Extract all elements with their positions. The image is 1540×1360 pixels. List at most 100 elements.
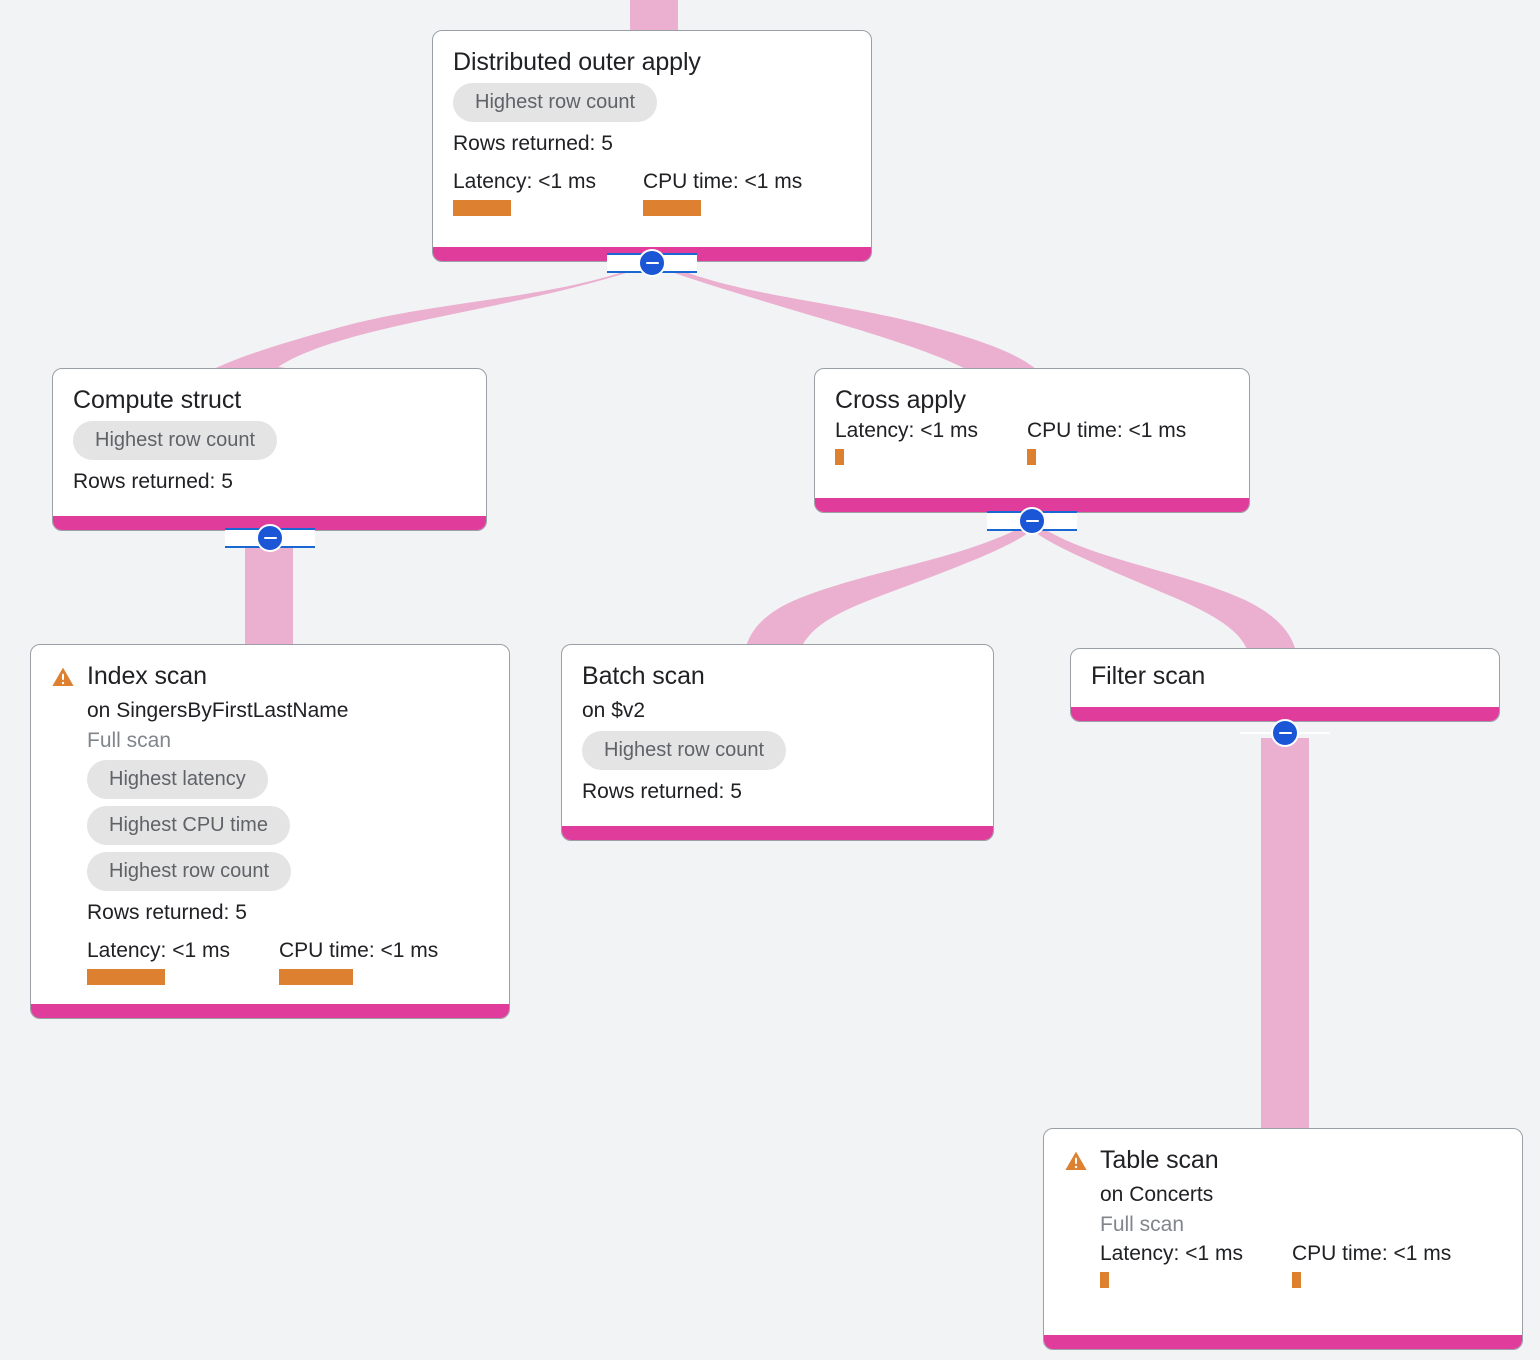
plan-node-cross-apply[interactable]: Cross apply Latency: <1 ms CPU time: <1 …	[814, 368, 1250, 513]
badge-highest-row-count: Highest row count	[73, 421, 278, 460]
node-subtitle: on Concerts	[1100, 1183, 1214, 1206]
metric-latency-label: Latency: <1 ms	[1100, 1242, 1243, 1265]
plan-node-batch-scan[interactable]: Batch scan on $v2 Highest row count Rows…	[561, 644, 994, 841]
rows-returned: Rows returned: 5	[582, 780, 742, 803]
metric-cpu-time: CPU time: <1 ms	[1027, 418, 1186, 465]
metric-latency: Latency: <1 ms	[835, 418, 1027, 465]
metric-latency: Latency: <1 ms	[87, 938, 279, 985]
node-detail: on $v2 Highest row count Rows returned: …	[582, 696, 973, 807]
node-scan-type: Full scan	[1100, 1213, 1185, 1236]
badge-list: Highest latency Highest CPU time Highest…	[87, 760, 489, 891]
metrics-row: Latency: <1 ms CPU time: <1 ms	[87, 938, 489, 985]
badge-list: Highest row count	[453, 83, 851, 122]
node-footer	[815, 498, 1249, 512]
node-scan-type: Full scan	[87, 729, 172, 752]
node-detail: on Concerts Full scan Latency: <1 ms CPU…	[1064, 1180, 1502, 1288]
metric-latency-label: Latency: <1 ms	[87, 939, 230, 962]
metric-cpu-time-bar	[279, 969, 353, 985]
badge-list: Highest row count	[73, 421, 466, 460]
metrics-row: Latency: <1 ms CPU time: <1 ms	[835, 418, 1229, 465]
node-title: Compute struct	[73, 386, 242, 414]
node-header: Compute struct	[73, 385, 466, 416]
node-body: Cross apply Latency: <1 ms CPU time: <1 …	[815, 369, 1249, 498]
node-subtitle: on $v2	[582, 699, 646, 722]
metric-latency: Latency: <1 ms	[1100, 1241, 1292, 1288]
metric-cpu-time: CPU time: <1 ms	[279, 938, 438, 985]
collapse-toggle-cross-apply[interactable]	[987, 506, 1077, 536]
node-title: Distributed outer apply	[453, 48, 701, 76]
node-title: Batch scan	[582, 662, 705, 690]
node-body: Batch scan on $v2 Highest row count Rows…	[562, 645, 993, 826]
rows-returned: Rows returned: 5	[453, 132, 613, 155]
collapse-minus-icon	[1018, 507, 1046, 535]
node-subtitle: on SingersByFirstLastName	[87, 699, 349, 722]
plan-node-compute-struct[interactable]: Compute struct Highest row count Rows re…	[52, 368, 487, 531]
node-body: Distributed outer apply Highest row coun…	[433, 31, 871, 247]
metric-latency-bar	[453, 200, 511, 216]
collapse-toggle-filter-scan[interactable]	[1240, 718, 1330, 748]
node-footer	[562, 826, 993, 840]
metric-latency-bar	[1100, 1272, 1109, 1288]
metric-cpu-time-bar	[643, 200, 701, 216]
node-header: Cross apply	[835, 385, 1229, 416]
plan-node-table-scan[interactable]: Table scan on Concerts Full scan Latency…	[1043, 1128, 1523, 1350]
node-title: Cross apply	[835, 386, 966, 414]
metric-cpu-time-bar	[1292, 1272, 1301, 1288]
metric-latency-label: Latency: <1 ms	[453, 170, 596, 193]
node-footer	[53, 516, 486, 530]
node-footer	[1071, 707, 1499, 721]
metric-latency-bar	[87, 969, 165, 985]
node-title: Table scan	[1100, 1146, 1219, 1174]
node-detail: Highest row count Rows returned: 5	[73, 421, 466, 497]
node-detail: on SingersByFirstLastName Full scan High…	[51, 696, 489, 985]
edge-filter-scan-to-table-scan	[1261, 738, 1309, 1138]
warning-icon	[1065, 1151, 1087, 1170]
warning-icon	[52, 667, 74, 686]
rows-returned: Rows returned: 5	[73, 470, 233, 493]
collapse-minus-icon	[1271, 719, 1299, 747]
node-header: Filter scan	[1091, 661, 1479, 692]
collapse-minus-icon	[256, 524, 284, 552]
node-title: Index scan	[87, 662, 207, 690]
node-header: Distributed outer apply	[453, 47, 851, 78]
metric-cpu-time-label: CPU time: <1 ms	[643, 170, 803, 193]
collapse-minus-icon	[638, 249, 666, 277]
node-body: Index scan on SingersByFirstLastName Ful…	[31, 645, 509, 1004]
metric-cpu-time-bar	[1027, 449, 1036, 465]
node-footer	[31, 1004, 509, 1018]
plan-node-index-scan[interactable]: Index scan on SingersByFirstLastName Ful…	[30, 644, 510, 1019]
metric-latency-bar	[835, 449, 844, 465]
plan-node-distributed-outer-apply[interactable]: Distributed outer apply Highest row coun…	[432, 30, 872, 262]
badge-list: Highest row count	[582, 731, 973, 770]
metric-latency: Latency: <1 ms	[453, 169, 643, 216]
rows-returned: Rows returned: 5	[87, 901, 247, 924]
metric-cpu-time-label: CPU time: <1 ms	[279, 939, 439, 962]
metric-cpu-time-label: CPU time: <1 ms	[1292, 1242, 1452, 1265]
node-header: Index scan	[51, 661, 489, 692]
metric-cpu-time: CPU time: <1 ms	[643, 169, 802, 216]
badge-highest-row-count: Highest row count	[87, 852, 292, 891]
collapse-toggle-distributed-outer-apply[interactable]	[607, 248, 697, 278]
node-detail: Latency: <1 ms CPU time: <1 ms	[835, 418, 1229, 465]
metrics-row: Latency: <1 ms CPU time: <1 ms	[453, 169, 851, 216]
badge-highest-cpu-time: Highest CPU time	[87, 806, 290, 845]
node-title: Filter scan	[1091, 662, 1206, 690]
edge-cross-apply-to-filter-scan	[1032, 525, 1296, 652]
node-detail: Highest row count Rows returned: 5 Laten…	[453, 83, 851, 216]
badge-highest-latency: Highest latency	[87, 760, 268, 799]
node-body: Compute struct Highest row count Rows re…	[53, 369, 486, 516]
node-header: Batch scan	[582, 661, 973, 692]
node-footer	[1044, 1335, 1522, 1349]
node-body: Table scan on Concerts Full scan Latency…	[1044, 1129, 1522, 1335]
node-header: Table scan	[1064, 1145, 1502, 1176]
collapse-toggle-compute-struct[interactable]	[225, 523, 315, 553]
metric-cpu-time: CPU time: <1 ms	[1292, 1241, 1451, 1288]
node-body: Filter scan	[1071, 649, 1499, 707]
edge-cross-apply-to-batch-scan	[745, 525, 1032, 650]
metrics-row: Latency: <1 ms CPU time: <1 ms	[1100, 1241, 1502, 1288]
metric-latency-label: Latency: <1 ms	[835, 419, 978, 442]
metric-cpu-time-label: CPU time: <1 ms	[1027, 419, 1187, 442]
plan-node-filter-scan[interactable]: Filter scan	[1070, 648, 1500, 722]
badge-highest-row-count: Highest row count	[453, 83, 658, 122]
